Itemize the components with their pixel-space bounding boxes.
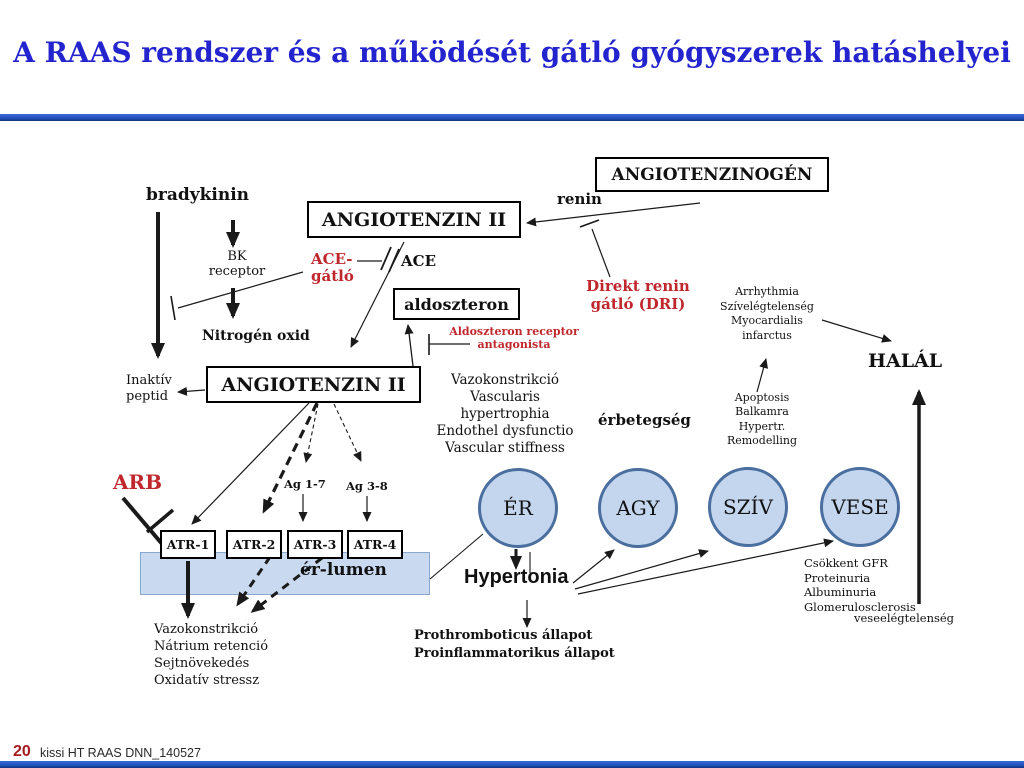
list-line: Proinflammatorikus állapot <box>414 645 615 661</box>
receptor-atr1: ATR-1 <box>160 530 216 559</box>
cardiac-effects-bottom-list: Apoptosis Balkamra Hypertr. Remodelling <box>702 391 822 448</box>
list-line: Szívelégtelenség <box>720 299 814 313</box>
list-line: Prothromboticus állapot <box>414 628 593 643</box>
organ-label: ÉR <box>503 496 533 520</box>
receptor-atr2: ATR-2 <box>226 530 282 559</box>
ag38-label: Ag 3-8 <box>346 479 388 493</box>
node-angiotenzin-mid: ANGIOTENZIN II <box>206 366 421 403</box>
drug-aldo-antagonist-label: Aldoszteron receptor antagonista <box>449 325 579 352</box>
list-line: Albuminuria <box>804 585 877 600</box>
organ-er-circle: ÉR <box>478 468 558 548</box>
list-line: infarctus <box>742 328 792 342</box>
organ-label: AGY <box>616 496 660 520</box>
list-line: Myocardialis <box>731 314 803 328</box>
list-line: Sejtnövekedés <box>154 655 250 671</box>
node-angiotenzin-top: ANGIOTENZIN II <box>307 201 521 238</box>
er-lumen-label: ér-lumen <box>300 560 387 580</box>
node-aldoszteron: aldoszteron <box>393 288 520 320</box>
nitrogen-oxid-label: Nitrogén oxid <box>202 328 310 344</box>
atr1-effects-list: Vazokonstrikció Nátrium retenció Sejtnöv… <box>154 622 268 690</box>
node-label: ANGIOTENZIN II <box>321 208 507 231</box>
list-line: Endothel dysfunctio <box>436 423 574 439</box>
list-line: Arrhythmia <box>735 285 799 298</box>
list-line: hypertrophia <box>460 406 550 422</box>
organ-sziv-circle: SZÍV <box>708 467 788 547</box>
footer-filename: kissi HT RAAS DNN_140527 <box>40 746 201 760</box>
receptor-label: ATR-4 <box>353 537 397 552</box>
organ-label: SZÍV <box>723 495 773 519</box>
receptor-atr4: ATR-4 <box>347 530 403 559</box>
receptor-label: ATR-3 <box>293 537 337 552</box>
list-line: Apoptosis <box>734 391 790 404</box>
node-angiotenzinogen: ANGIOTENZINOGÉN <box>595 157 829 192</box>
node-label: ANGIOTENZIN II <box>221 373 406 396</box>
receptor-atr3: ATR-3 <box>287 530 343 559</box>
bk-receptor-label: BK receptor <box>208 249 266 279</box>
slide-title: A RAAS rendszer és a működését gátló gyó… <box>13 36 1011 69</box>
title-rule <box>0 114 1024 121</box>
list-line: Glomerulosclerosis <box>804 600 916 615</box>
list-line: Csökkent GFR <box>804 556 888 570</box>
drug-dri-label: Direkt renin gátló (DRI) <box>586 277 690 313</box>
list-line: Vazokonstrikció <box>450 372 560 388</box>
list-line: Vascularis <box>470 389 540 405</box>
organ-agy-circle: AGY <box>598 468 678 548</box>
hypertonia-label: Hypertonia <box>464 566 569 588</box>
bradykinin-label: bradykinin <box>146 185 250 205</box>
hypertonia-effects-list: Prothromboticus állapot Proinflammatorik… <box>414 627 615 662</box>
list-line: Remodelling <box>726 433 798 447</box>
ace-label: ACE <box>401 252 437 270</box>
slide-number: 20 <box>13 743 31 760</box>
drug-arb-label: ARB <box>113 470 163 494</box>
list-line: Hypertr. <box>738 419 786 433</box>
organ-vese-circle: VESE <box>820 467 900 547</box>
inaktiv-peptid-label: Inaktív peptid <box>126 373 172 405</box>
list-line: Vazokonstrikció <box>154 622 259 637</box>
receptor-label: ATR-1 <box>166 537 210 552</box>
cardiac-effects-top-list: Arrhythmia Szívelégtelenség Myocardialis… <box>707 285 827 344</box>
node-label: aldoszteron <box>404 294 509 314</box>
organ-label: VESE <box>831 495 889 519</box>
renin-label: renin <box>557 190 602 208</box>
halal-label: HALÁL <box>868 350 943 372</box>
list-line: Nátrium retenció <box>154 638 269 654</box>
bottom-rule <box>0 761 1024 768</box>
list-line: Oxidatív stressz <box>154 672 260 688</box>
renal-effects-list: Csökkent GFR Proteinuria Albuminuria Glo… <box>804 556 916 615</box>
vascular-effects-list: Vazokonstrikció Vascularis hypertrophia … <box>420 372 590 457</box>
drug-ace-inhibitor-label: ACE-gátló <box>311 250 354 286</box>
list-line: Balkamra <box>735 405 789 419</box>
node-label: ANGIOTENZINOGÉN <box>611 164 813 185</box>
renal-final-label: veseelégtelenség <box>854 611 955 625</box>
receptor-label: ATR-2 <box>232 537 276 552</box>
erbetegseg-label: érbetegség <box>598 411 691 429</box>
list-line: Proteinuria <box>804 570 871 585</box>
list-line: Vascular stiffness <box>445 440 565 456</box>
ag17-label: Ag 1-7 <box>284 477 326 491</box>
